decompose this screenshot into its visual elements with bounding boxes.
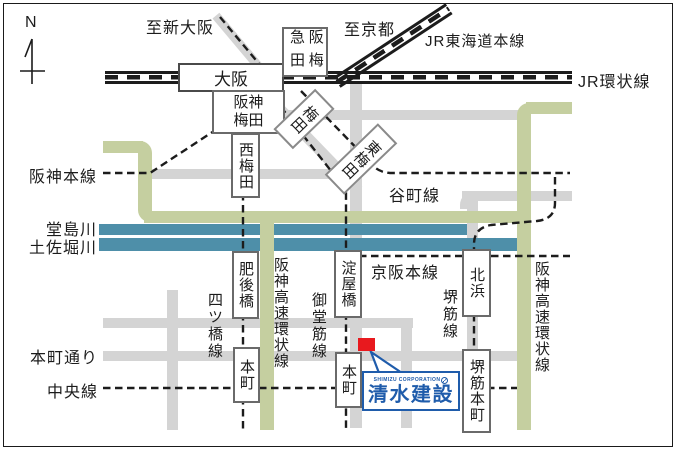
label-honmachi-dori: 本町通り — [29, 350, 98, 367]
expressway-east-horizontal-top — [526, 102, 572, 114]
road-upper-horizontal — [240, 110, 518, 120]
destination-marker — [358, 338, 375, 351]
shimizu-logo-en: SHIMIZU CORPORATION — [373, 376, 449, 384]
river-band-tosabori — [99, 238, 517, 251]
label-sakaisuji-line: 堺筋線 — [441, 289, 458, 340]
station-label-hanshin: 阪神 — [233, 94, 264, 111]
station-box-yodoyabashi: 淀屋橋 — [334, 250, 362, 318]
expressway-center-horizontal — [144, 211, 524, 223]
label-tanimachi-line: 谷町線 — [389, 188, 441, 205]
label-river-dojima: 堂島川 — [45, 222, 97, 239]
station-box-nishi-umeda: 西梅田 — [231, 133, 260, 198]
label-to-kyoto: 至京都 — [344, 22, 396, 39]
compass-needle — [20, 38, 45, 84]
station-box-kitahama: 北浜 — [462, 249, 491, 317]
station-label-osaka: 大阪 — [214, 70, 248, 89]
label-to-shin-osaka: 至新大阪 — [146, 20, 215, 37]
expressway-west-horizontal-top — [103, 141, 143, 153]
station-box-higobashi: 肥後橋 — [232, 251, 259, 319]
label-keihan-main-line: 京阪本線 — [371, 265, 440, 282]
sakaisuji-line — [472, 177, 557, 348]
station-label-higobashi: 肥後橋 — [237, 261, 254, 309]
station-label-nishi-umeda: 西梅田 — [237, 141, 254, 190]
label-jr-loop-line: JR環状線 — [578, 74, 651, 91]
shimizu-logo-ja: 清水建設 — [367, 383, 455, 406]
label-jr-tokaido-line: JR東海道本線 — [425, 33, 526, 50]
label-river-tosabori: 土佐堀川 — [28, 240, 97, 257]
river-band-dojima — [99, 224, 467, 235]
shimizu-logo-mark-icon — [441, 376, 449, 384]
station-label-hankyu-umeda: 梅田 — [288, 52, 324, 67]
label-hanshin-expressway-east: 阪神高速環状線 — [533, 261, 550, 373]
road-kitahama-upper — [103, 318, 413, 328]
label-yotsubashi-line: 四ツ橋線 — [206, 292, 223, 360]
expressway-loop-west-vertical — [260, 211, 274, 430]
station-box-sakaisuji-honmachi: 堺筋本町 — [462, 349, 491, 433]
label-hanshin-main-line: 阪神本線 — [28, 169, 97, 186]
station-box-hankyu-umeda: 阪急 梅田 — [282, 27, 328, 77]
expressway-west-vertical — [138, 141, 152, 222]
compass-n-label: N — [25, 14, 37, 31]
label-hanshin-expressway-west: 阪神高速環状線 — [272, 257, 289, 369]
station-label-hankyu: 阪急 — [288, 29, 324, 44]
shimizu-logo-box: SHIMIZU CORPORATION 清水建設 — [362, 371, 460, 411]
station-label-hanshin-umeda: 梅田 — [233, 112, 264, 129]
label-midosuji-line: 御堂筋線 — [310, 292, 327, 360]
road-honmachi-dori — [103, 351, 519, 361]
station-box-honmachi-yotsubashi: 本町 — [233, 347, 260, 403]
label-chuo-line: 中央線 — [46, 384, 98, 401]
station-box-osaka: 大阪 — [178, 63, 284, 92]
station-label-sakaisuji-honmachi: 堺筋本町 — [468, 359, 485, 423]
shimizu-logo-en-text: SHIMIZU CORPORATION — [373, 376, 441, 383]
expressway-loop-east-vertical — [517, 103, 531, 430]
station-label-honmachi-m: 本町 — [340, 364, 357, 396]
hanshin-main-line — [103, 129, 215, 175]
station-label-kitahama: 北浜 — [468, 267, 485, 299]
station-label-honmachi-y: 本町 — [238, 359, 255, 391]
station-label-yodoyabashi: 淀屋橋 — [339, 260, 357, 308]
station-box-honmachi-midosuji: 本町 — [335, 352, 362, 408]
road-yotsubashisuji-vertical — [167, 290, 178, 430]
